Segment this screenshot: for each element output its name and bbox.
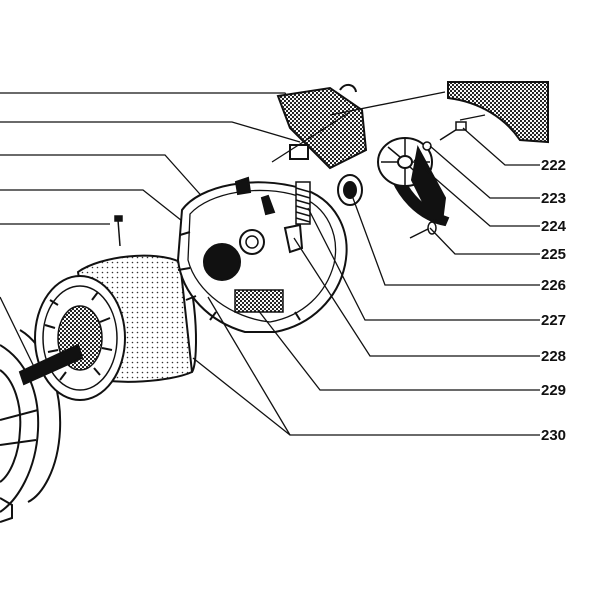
callout-222: 222 <box>541 157 566 174</box>
callout-225: 225 <box>541 246 566 263</box>
callout-223: 223 <box>541 190 566 207</box>
callout-227: 227 <box>541 312 566 329</box>
drum-screw <box>114 215 123 247</box>
rear-tub-housing <box>176 176 348 333</box>
drum-assembly <box>18 254 197 401</box>
small-shaft <box>409 221 437 239</box>
pulley-bolt <box>422 121 467 151</box>
callout-224: 224 <box>541 218 567 235</box>
spring <box>295 181 311 225</box>
callout-228: 228 <box>541 348 566 365</box>
top-right-block <box>447 81 549 144</box>
callout-230: 230 <box>541 427 566 444</box>
callout-226: 226 <box>541 277 566 294</box>
top-right-leader-lines <box>271 91 486 163</box>
pulley-and-belt <box>377 137 450 227</box>
counterweight-block <box>276 84 368 170</box>
callout-leader-lines <box>192 127 540 436</box>
callout-229: 229 <box>541 382 566 399</box>
callout-numbers: 222 223 224 225 226 227 228 229 230 <box>541 157 567 444</box>
